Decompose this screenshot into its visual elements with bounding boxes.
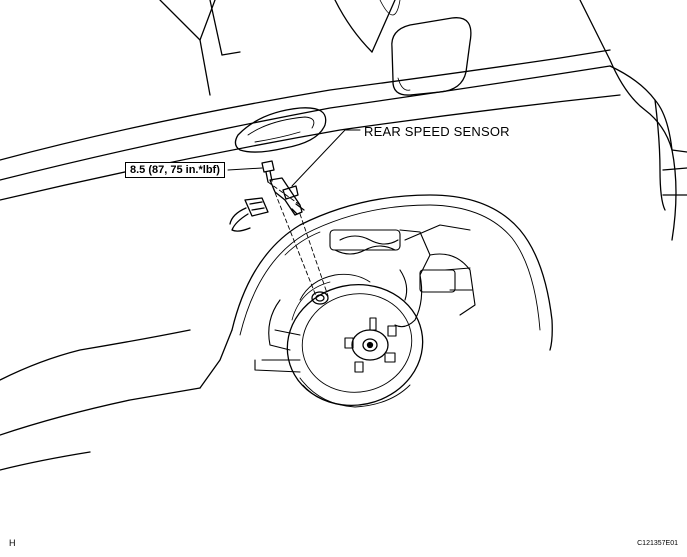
torque-spec-box: 8.5 (87, 75 in.*lbf) — [125, 162, 225, 178]
door-handle — [234, 107, 327, 153]
figure-corner-letter: H — [9, 538, 16, 548]
sensor-bolt — [261, 160, 275, 183]
rear-speed-sensor — [269, 177, 305, 216]
figure-id: C121357E01 — [637, 540, 678, 547]
sensor-connector — [229, 197, 269, 232]
rear-speed-sensor-label: REAR SPEED SENSOR — [364, 124, 510, 139]
door-window-outline — [159, 0, 401, 96]
brake-disc — [286, 273, 424, 408]
assembly-guide-lines — [267, 179, 329, 297]
callout-leader-lines — [227, 129, 361, 187]
car-body-lines — [0, 0, 687, 471]
wheel-arch — [231, 194, 553, 351]
hub-with-studs — [344, 317, 397, 373]
suspension-assembly — [254, 224, 476, 373]
fuel-door — [391, 17, 472, 96]
sensor-mount-hole — [311, 291, 329, 305]
